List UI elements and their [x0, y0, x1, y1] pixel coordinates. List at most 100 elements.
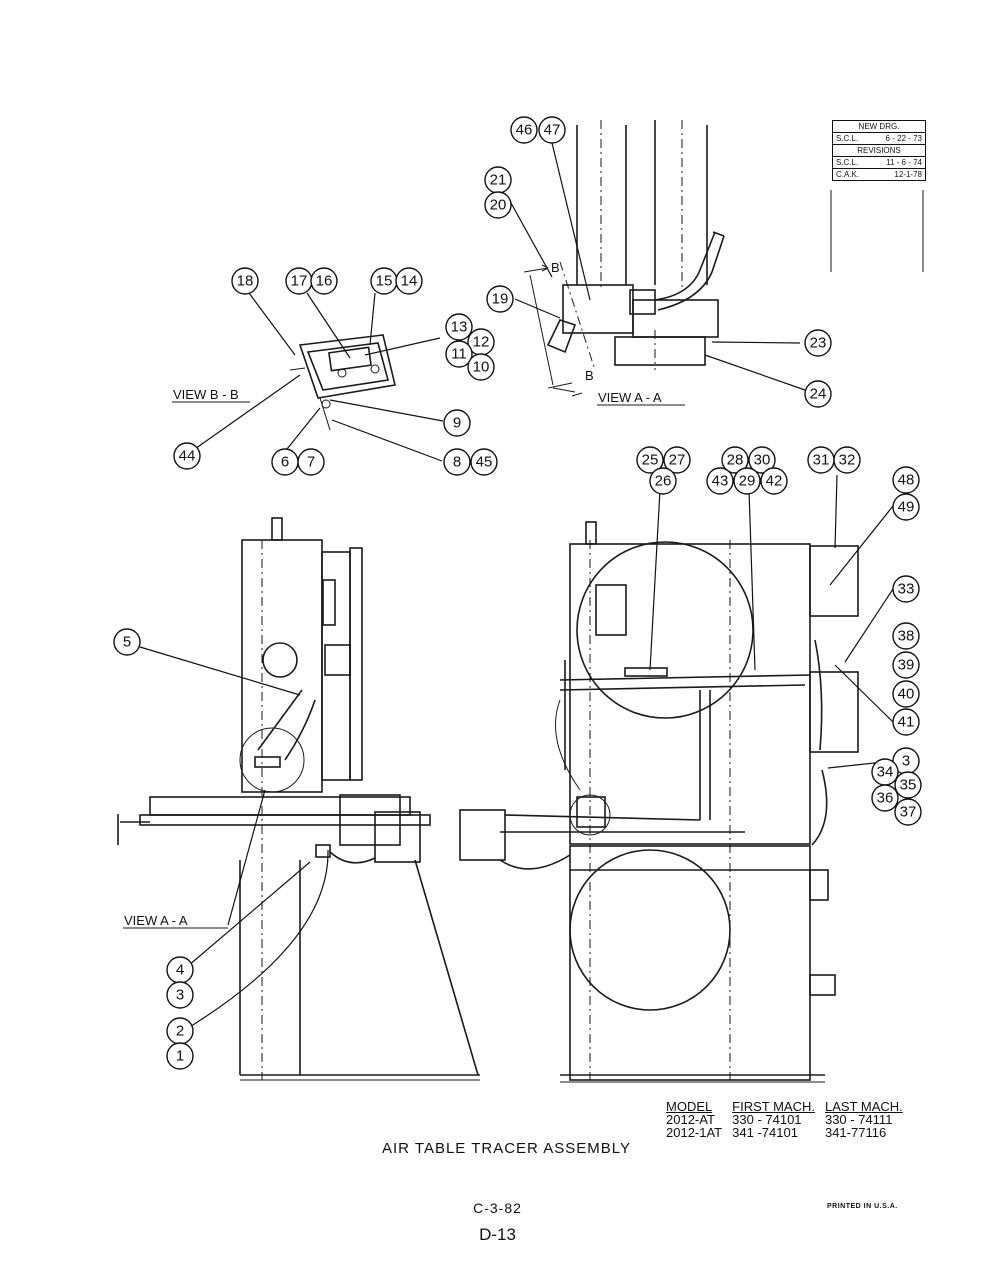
balloon-21: 21 [484, 166, 512, 194]
revision-heading: NEW DRG. [833, 121, 925, 133]
revision-date: 11 - 6 - 74 [886, 158, 922, 167]
balloon-47: 47 [538, 116, 566, 144]
svg-text:24: 24 [810, 386, 827, 403]
svg-text:6: 6 [281, 454, 289, 471]
svg-text:44: 44 [179, 448, 196, 465]
balloon-2: 2 [166, 1017, 194, 1045]
balloon-9: 9 [443, 409, 471, 437]
svg-text:32: 32 [839, 452, 856, 469]
svg-text:2: 2 [176, 1023, 184, 1040]
balloon-15: 15 [370, 267, 398, 295]
svg-text:10: 10 [473, 359, 490, 376]
balloon-14: 14 [395, 267, 423, 295]
svg-text:45: 45 [476, 454, 493, 471]
revision-date: 12-1-78 [894, 170, 922, 179]
svg-text:43: 43 [712, 473, 729, 490]
svg-text:17: 17 [291, 273, 308, 290]
first-mach-cell: 341 -74101 [732, 1125, 798, 1140]
first-mach-cell: 330 - 74101 [732, 1112, 802, 1127]
balloon-48: 48 [892, 466, 920, 494]
svg-text:35: 35 [900, 777, 917, 794]
revision-initials: S.C.L. [836, 158, 859, 167]
svg-text:48: 48 [898, 472, 915, 489]
svg-text:42: 42 [766, 473, 783, 490]
balloon-30: 30 [748, 446, 776, 474]
new-drawing-row: S.C.L. 6 - 22 - 73 [833, 133, 925, 145]
balloon-10: 10 [467, 353, 495, 381]
svg-text:1: 1 [176, 1048, 184, 1065]
balloon-1: 1 [166, 1042, 194, 1070]
models-header-first: FIRST MACH. [732, 1099, 815, 1114]
balloon-42: 42 [760, 467, 788, 495]
svg-text:40: 40 [898, 686, 915, 703]
balloon-28: 28 [721, 446, 749, 474]
balloon-8: 8 [443, 448, 471, 476]
svg-text:18: 18 [237, 273, 254, 290]
svg-text:12: 12 [473, 334, 490, 351]
balloon-44: 44 [173, 442, 201, 470]
balloon-17: 17 [285, 267, 313, 295]
balloon-27: 27 [663, 446, 691, 474]
balloon-36: 36 [871, 784, 899, 812]
svg-text:39: 39 [898, 657, 915, 674]
balloon-19: 19 [486, 285, 514, 313]
balloon-5: 5 [113, 628, 141, 656]
svg-text:14: 14 [401, 273, 418, 290]
drawing-title: AIR TABLE TRACER ASSEMBLY [382, 1140, 631, 1157]
svg-text:23: 23 [810, 335, 827, 352]
revisions-heading: REVISIONS [833, 145, 925, 157]
svg-text:27: 27 [669, 452, 686, 469]
svg-text:41: 41 [898, 714, 915, 731]
svg-text:15: 15 [376, 273, 393, 290]
printed-note: PRINTED IN U.S.A. [827, 1203, 898, 1210]
table-row: 2012-AT 330 - 74101 330 - 74111 [666, 1113, 913, 1126]
svg-text:7: 7 [307, 454, 315, 471]
balloon-23: 23 [804, 329, 832, 357]
balloon-11: 11 [445, 340, 473, 368]
balloon-41: 41 [892, 708, 920, 736]
balloon-7: 7 [297, 448, 325, 476]
balloon-29: 29 [733, 467, 761, 495]
svg-text:25: 25 [642, 452, 659, 469]
leader-lines [139, 142, 894, 1029]
view-b-b-detail: VIEW B - B [172, 334, 396, 431]
balloon-34: 34 [871, 758, 899, 786]
balloon-4: 4 [166, 956, 194, 984]
balloon-46: 46 [510, 116, 538, 144]
svg-text:46: 46 [516, 122, 533, 139]
svg-text:19: 19 [492, 291, 509, 308]
drawing-code: C-3-82 [473, 1200, 522, 1216]
svg-text:13: 13 [451, 319, 468, 336]
models-table: MODEL FIRST MACH. LAST MACH. 2012-AT 330… [666, 1100, 913, 1139]
svg-text:49: 49 [898, 499, 915, 516]
last-mach-cell: 341-77116 [824, 1125, 887, 1140]
balloon-20: 20 [484, 191, 512, 219]
revision-row: C.A.K. 12-1-78 [833, 169, 925, 180]
right-front-view [459, 521, 859, 1083]
left-side-view: VIEW A - A [117, 517, 480, 1081]
svg-text:33: 33 [898, 581, 915, 598]
section-mark-b-bottom: B [585, 368, 594, 383]
svg-text:26: 26 [655, 473, 672, 490]
svg-text:3: 3 [176, 987, 184, 1004]
svg-text:28: 28 [727, 452, 744, 469]
balloon-16: 16 [310, 267, 338, 295]
svg-text:5: 5 [123, 634, 131, 651]
balloon-33: 33 [892, 575, 920, 603]
balloon-31: 31 [807, 446, 835, 474]
balloon-40: 40 [892, 680, 920, 708]
svg-text:37: 37 [900, 804, 917, 821]
view-b-b-label: VIEW B - B [173, 387, 239, 402]
balloon-24: 24 [804, 380, 832, 408]
balloon-3: 3 [166, 981, 194, 1009]
svg-text:30: 30 [754, 452, 771, 469]
balloon-43: 43 [706, 467, 734, 495]
model-cell: 2012-1AT [666, 1125, 723, 1140]
balloon-49: 49 [892, 493, 920, 521]
table-row: 2012-1AT 341 -74101 341-77116 [666, 1126, 913, 1139]
models-header-last: LAST MACH. [824, 1099, 903, 1114]
section-mark-b-top: B [551, 260, 560, 275]
balloon-6: 6 [271, 448, 299, 476]
svg-text:8: 8 [453, 454, 461, 471]
